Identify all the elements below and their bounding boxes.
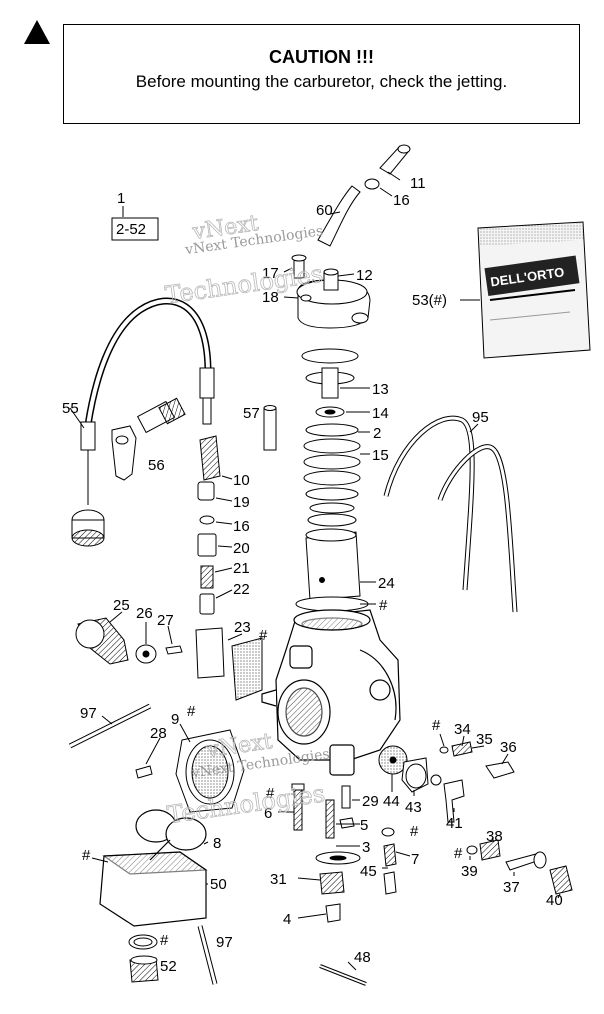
- carburetor-body: [261, 609, 401, 776]
- part-55-throttle-cable: [69, 297, 215, 547]
- part-53-gasket-bag: DELL'ORTO 53(#): [412, 221, 591, 359]
- part-57-tube: [263, 405, 277, 451]
- label-50: 50: [210, 876, 227, 893]
- label-24: 24: [378, 575, 395, 592]
- label-95: 95: [472, 409, 489, 426]
- label-48: 48: [354, 949, 371, 966]
- label-20: 20: [233, 540, 250, 557]
- label-45: 45: [360, 863, 377, 880]
- label-52: 52: [160, 958, 177, 975]
- hash-1: #: [379, 597, 388, 614]
- label-7: 7: [411, 851, 419, 868]
- caution-title: CAUTION !!!: [269, 47, 374, 67]
- label-15: 15: [372, 447, 389, 464]
- label-6: 6: [264, 805, 272, 822]
- needle-parts-column: [197, 435, 221, 615]
- spring-stack: [301, 348, 361, 527]
- label-34: 34: [454, 721, 471, 738]
- label-31: 31: [270, 871, 287, 888]
- hash-7: #: [410, 823, 419, 840]
- label-28: 28: [150, 725, 167, 742]
- label-40: 40: [546, 892, 563, 909]
- label-9: 9: [171, 711, 179, 728]
- label-60: 60: [316, 202, 333, 219]
- part-1-reference: 1 2-52: [111, 190, 159, 241]
- top-fittings: [291, 144, 411, 329]
- label-39: 39: [461, 863, 478, 880]
- label-16a: 16: [393, 192, 410, 209]
- label-21: 21: [233, 560, 250, 577]
- part-97-hose-a: [68, 703, 152, 749]
- hash-2: #: [259, 627, 268, 644]
- label-16b: 16: [233, 518, 250, 535]
- part-7-45-pilot: [381, 827, 397, 895]
- label-38: 38: [486, 828, 503, 845]
- label-19: 19: [233, 494, 250, 511]
- label-36: 36: [500, 739, 517, 756]
- label-12: 12: [356, 267, 373, 284]
- label-4: 4: [283, 911, 291, 928]
- hash-8: #: [432, 717, 441, 734]
- label-14: 14: [372, 405, 389, 422]
- label-26: 26: [136, 605, 153, 622]
- idle-screw-parts: [466, 839, 573, 895]
- label-18: 18: [262, 289, 279, 306]
- warning-triangle-icon: [24, 20, 50, 44]
- part-44-43-choke: [378, 745, 429, 793]
- jet-parts: [291, 783, 361, 923]
- hash-3: #: [187, 703, 196, 720]
- label-8: 8: [213, 835, 221, 852]
- part-52-drain: [128, 934, 159, 983]
- hash-5: #: [160, 932, 169, 949]
- label-35: 35: [476, 731, 493, 748]
- caution-text: Before mounting the carburetor, check th…: [135, 72, 508, 91]
- label-5: 5: [360, 817, 368, 834]
- label-29: 29: [362, 793, 379, 810]
- part-95-hoses: [383, 415, 518, 613]
- part-56-cable-adjuster: [111, 397, 186, 481]
- label-2: 2: [373, 425, 381, 442]
- label-37: 37: [503, 879, 520, 896]
- left-small-parts: [75, 617, 263, 701]
- label-55: 55: [62, 400, 79, 417]
- label-10: 10: [233, 472, 250, 489]
- part-50-float-bowl: [99, 809, 208, 927]
- label-17: 17: [262, 265, 279, 282]
- label-56: 56: [148, 457, 165, 474]
- label-22: 22: [233, 581, 250, 598]
- part-9-manifold: [135, 729, 245, 813]
- label-25: 25: [113, 597, 130, 614]
- label-44: 44: [383, 793, 400, 810]
- right-screws: [430, 741, 515, 823]
- reference-box: [111, 217, 159, 241]
- label-27: 27: [157, 612, 174, 629]
- label-53: 53(#): [412, 292, 447, 309]
- label-3: 3: [362, 839, 370, 856]
- hash-9: #: [454, 845, 463, 862]
- label-11: 11: [410, 175, 426, 192]
- label-23: 23: [234, 619, 251, 636]
- label-97b: 97: [216, 934, 233, 951]
- part-97-hose-b: [197, 925, 218, 985]
- label-43: 43: [405, 799, 422, 816]
- reference-box-text: 2-52: [116, 221, 146, 238]
- label-41: 41: [446, 815, 463, 832]
- part-24-throttle-slide: [295, 528, 369, 612]
- hash-6: #: [266, 785, 275, 802]
- part-48-rod: [319, 964, 367, 986]
- caution-box: CAUTION !!! Before mounting the carburet…: [63, 24, 580, 124]
- hash-4: #: [82, 847, 91, 864]
- label-57: 57: [243, 405, 260, 422]
- label-13: 13: [372, 381, 389, 398]
- label-1: 1: [117, 190, 125, 207]
- label-97a: 97: [80, 705, 97, 722]
